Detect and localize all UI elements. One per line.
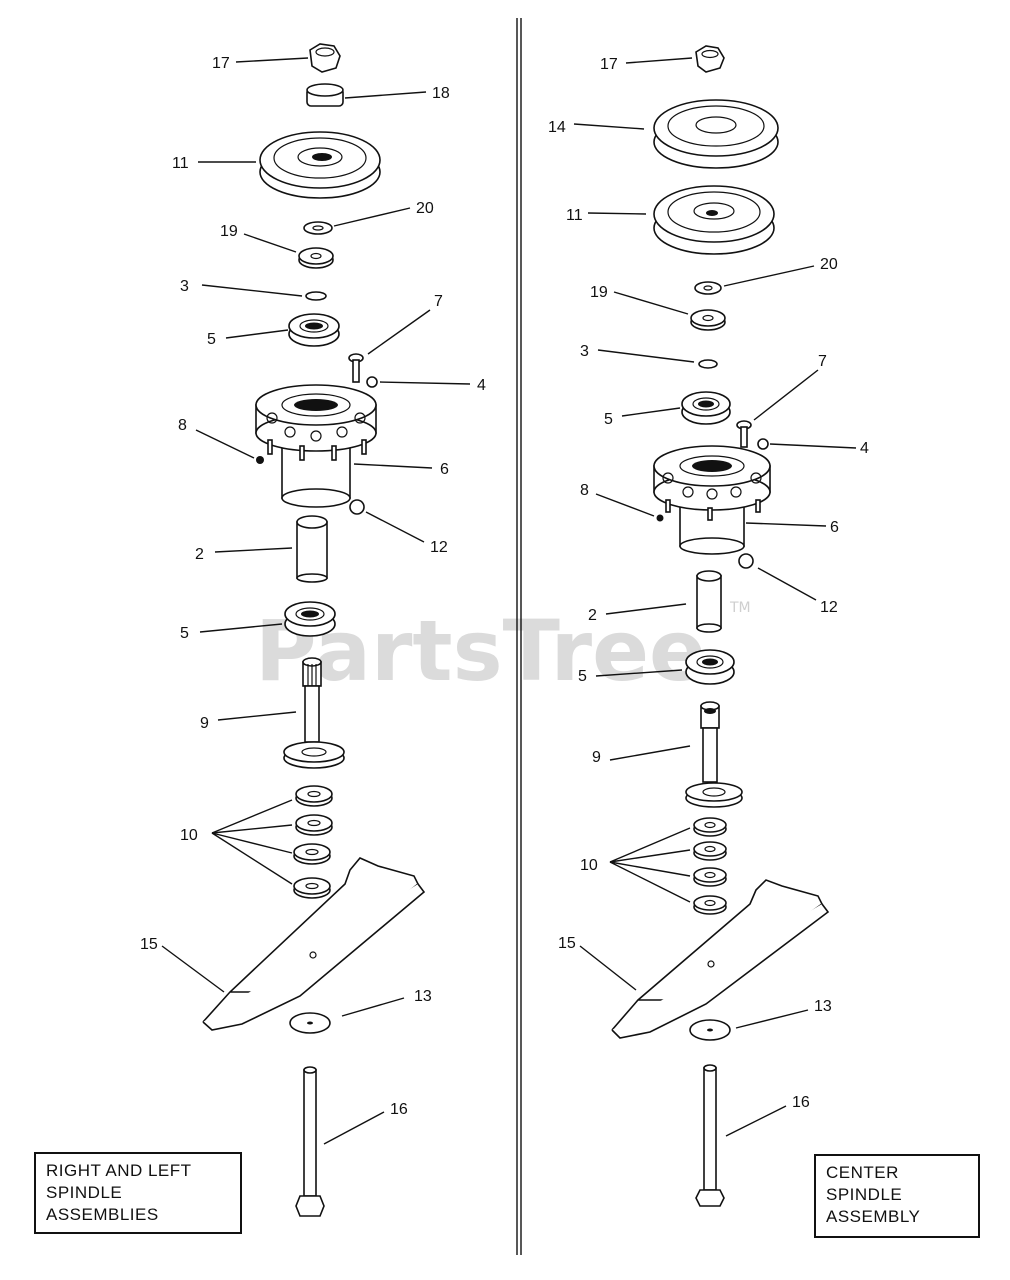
left-label-13: 13 <box>414 988 432 1005</box>
left-label-20: 20 <box>416 200 434 217</box>
left-nut-12 <box>349 499 365 515</box>
left-bolt-16 <box>295 1066 325 1217</box>
right-spacer-tube-2 <box>696 570 722 633</box>
left-washer-13 <box>289 1012 331 1034</box>
right-nut-12 <box>738 553 754 569</box>
left-bearing-5-upper <box>288 313 340 347</box>
left-assembly-caption-box: RIGHT AND LEFT SPINDLE ASSEMBLIES <box>34 1152 242 1234</box>
left-label-8: 8 <box>178 417 187 434</box>
right-label-20: 20 <box>820 256 838 273</box>
left-bearing-5-lower <box>284 601 336 637</box>
left-washer-20 <box>303 221 333 235</box>
right-label-7: 7 <box>818 353 827 370</box>
right-fitting-4 <box>757 438 769 450</box>
right-washer-19 <box>690 309 726 331</box>
right-bearing-5-upper <box>681 391 731 425</box>
left-washer-19 <box>298 247 334 269</box>
right-pulley-14 <box>653 99 779 169</box>
right-label-12: 12 <box>820 599 838 616</box>
right-housing-6 <box>653 445 771 555</box>
right-label-9: 9 <box>592 749 601 766</box>
center-caption-line-3: ASSEMBLY <box>826 1207 921 1226</box>
left-fitting-4 <box>366 376 378 388</box>
left-label-3: 3 <box>180 278 189 295</box>
center-caption-line-1: CENTER <box>826 1163 899 1182</box>
left-caption-line-1: RIGHT AND LEFT <box>46 1161 192 1180</box>
left-bolt-7 <box>348 353 364 383</box>
left-spacer-tube-2 <box>296 515 328 583</box>
left-leader-lines <box>161 57 471 1145</box>
right-label-14: 14 <box>548 119 566 136</box>
center-caption-line-2: SPINDLE <box>826 1185 903 1204</box>
right-nut-17 <box>695 45 725 73</box>
watermark-trademark: TM <box>729 600 751 616</box>
right-blade-15 <box>611 879 830 1039</box>
left-spindle-assembly: 17 18 11 20 19 3 5 7 4 8 6 2 12 5 9 10 1… <box>140 43 486 1217</box>
left-label-19: 19 <box>220 223 238 240</box>
right-pulley-11 <box>653 185 775 255</box>
right-spindle-shaft-9 <box>685 701 743 808</box>
left-blade-15 <box>202 857 426 1031</box>
center-spindle-assembly: 17 14 11 20 19 3 7 5 4 8 6 12 2 5 9 10 1… <box>548 45 869 1207</box>
left-washers-10 <box>293 785 333 899</box>
left-caption-line-3: ASSEMBLIES <box>46 1205 159 1224</box>
right-label-3: 3 <box>580 343 589 360</box>
right-washer-13 <box>689 1019 731 1041</box>
right-callout-numbers: 17 14 11 20 19 3 7 5 4 8 6 12 2 5 9 10 1… <box>548 56 869 1111</box>
left-label-5-lower: 5 <box>180 625 189 642</box>
left-ring-3 <box>305 291 327 301</box>
left-nut-17 <box>309 43 341 73</box>
left-label-7: 7 <box>434 293 443 310</box>
right-ring-3 <box>698 359 718 369</box>
left-callout-numbers: 17 18 11 20 19 3 5 7 4 8 6 2 12 5 9 10 1… <box>140 55 486 1118</box>
right-grease-fitting-8 <box>656 514 664 522</box>
left-label-17: 17 <box>212 55 230 72</box>
right-label-6: 6 <box>830 519 839 536</box>
right-label-13: 13 <box>814 998 832 1015</box>
right-bolt-7 <box>736 420 752 448</box>
left-label-10: 10 <box>180 827 198 844</box>
right-label-8: 8 <box>580 482 589 499</box>
left-label-6: 6 <box>440 461 449 478</box>
right-label-2: 2 <box>588 607 597 624</box>
right-washer-20 <box>694 281 722 295</box>
left-spindle-shaft-9 <box>283 657 345 769</box>
right-label-5-lower: 5 <box>578 668 587 685</box>
left-label-15: 15 <box>140 936 158 953</box>
left-label-9: 9 <box>200 715 209 732</box>
right-label-10: 10 <box>580 857 598 874</box>
center-assembly-caption-box: CENTER SPINDLE ASSEMBLY <box>814 1154 980 1238</box>
right-washers-10 <box>693 817 727 915</box>
center-divider <box>516 18 522 1255</box>
right-label-5-upper: 5 <box>604 411 613 428</box>
left-label-18: 18 <box>432 85 450 102</box>
right-bearing-5-lower <box>685 649 735 685</box>
left-label-4: 4 <box>477 377 486 394</box>
right-label-4: 4 <box>860 440 869 457</box>
right-leader-lines <box>573 57 857 1137</box>
right-label-15: 15 <box>558 935 576 952</box>
right-bolt-16 <box>695 1064 725 1207</box>
left-label-5-upper: 5 <box>207 331 216 348</box>
left-label-12: 12 <box>430 539 448 556</box>
left-spacer-18 <box>306 83 344 107</box>
left-pulley-11 <box>259 131 381 199</box>
left-caption-line-2: SPINDLE <box>46 1183 123 1202</box>
right-label-17: 17 <box>600 56 618 73</box>
left-grease-fitting-8 <box>256 456 264 464</box>
left-label-16: 16 <box>390 1101 408 1118</box>
right-label-11: 11 <box>566 207 583 224</box>
right-label-16: 16 <box>792 1094 810 1111</box>
left-label-2: 2 <box>195 546 204 563</box>
left-housing-6 <box>255 384 377 508</box>
left-label-11: 11 <box>172 155 189 172</box>
right-label-19: 19 <box>590 284 608 301</box>
